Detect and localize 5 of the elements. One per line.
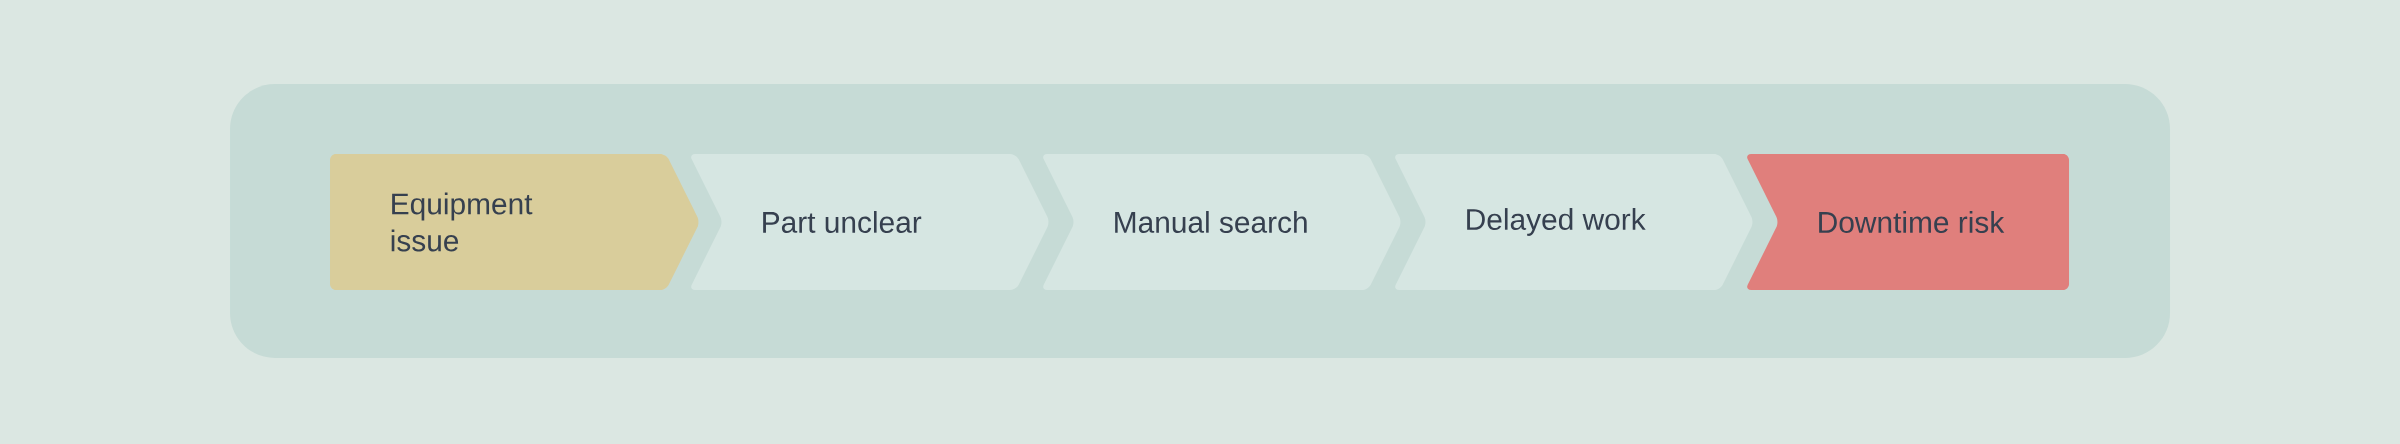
chevron-box: Equipment issue [330,154,699,290]
chevron-box: Part unclear [691,154,1049,290]
chevron-box: Delayed work [1395,154,1753,290]
chevron-box: Manual search [1043,154,1401,290]
chevron-box: Downtime risk [1747,154,2069,290]
